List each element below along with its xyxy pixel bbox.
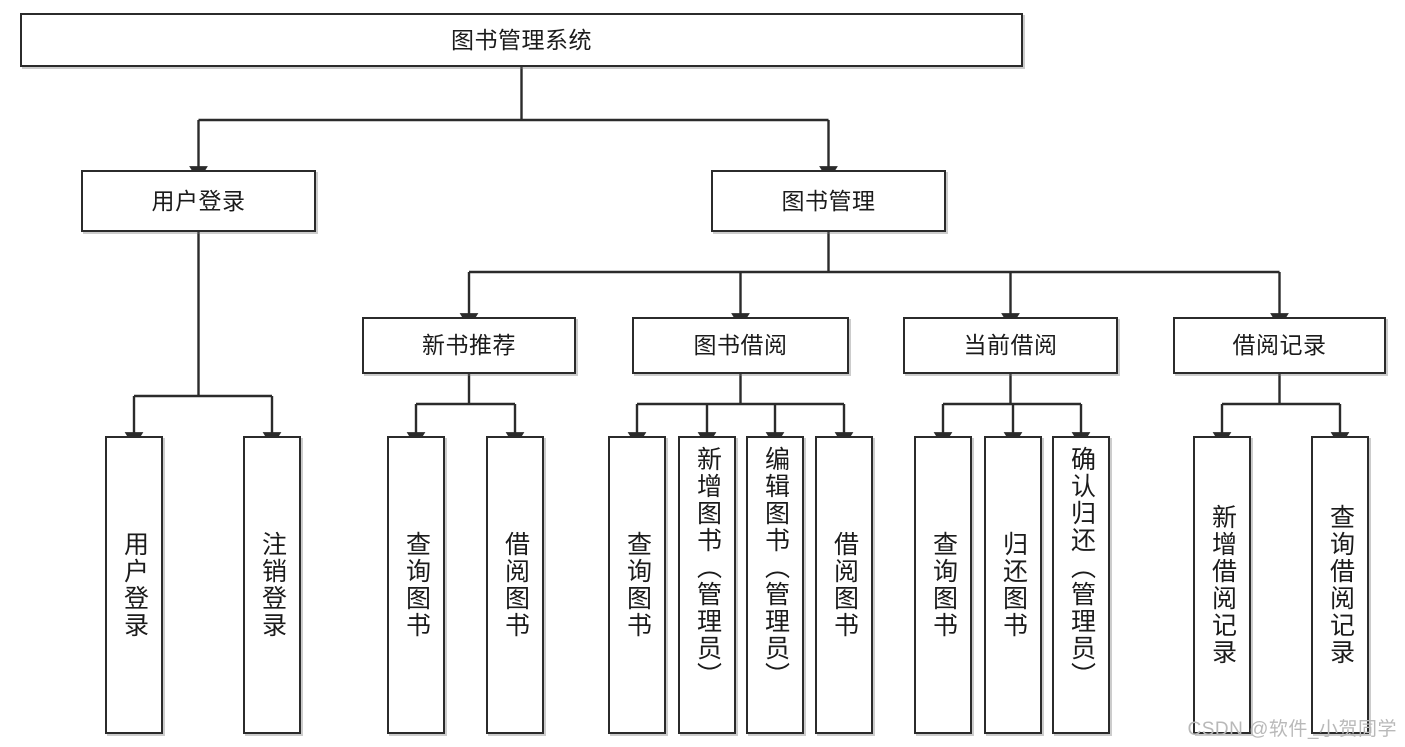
node-leaf-edit-book-admin[interactable]: 编辑图书（管理员） <box>746 436 804 734</box>
node-leaf-add-book-admin[interactable]: 新增图书（管理员） <box>678 436 736 734</box>
node-label: 查询借阅记录 <box>1326 504 1355 666</box>
node-label: 归还图书 <box>999 531 1028 639</box>
watermark: CSDN @软件_小贺同学 <box>1187 719 1397 740</box>
node-root[interactable]: 图书管理系统 <box>20 13 1023 67</box>
node-leaf-confirm-return-admin[interactable]: 确认归还（管理员） <box>1052 436 1110 734</box>
node-label: 查询图书 <box>623 531 652 639</box>
node-borrow-record[interactable]: 借阅记录 <box>1173 317 1386 374</box>
node-label: 图书借阅 <box>693 332 788 359</box>
node-label: 图书管理 <box>781 187 876 214</box>
node-leaf-borrow-book[interactable]: 借阅图书 <box>815 436 873 734</box>
node-book-borrow[interactable]: 图书借阅 <box>632 317 849 374</box>
node-new-book-recommend[interactable]: 新书推荐 <box>362 317 576 374</box>
node-leaf-query-book-borrow[interactable]: 查询图书 <box>608 436 666 734</box>
node-leaf-logout[interactable]: 注销登录 <box>243 436 301 734</box>
node-label: 查询图书 <box>929 531 958 639</box>
node-label: 当前借阅 <box>963 332 1058 359</box>
node-leaf-query-borrow-record[interactable]: 查询借阅记录 <box>1311 436 1369 734</box>
node-label: 借阅记录 <box>1232 332 1327 359</box>
node-label: 新增图书（管理员） <box>693 446 722 689</box>
node-label: 用户登录 <box>151 187 246 214</box>
node-label: 新书推荐 <box>422 332 516 359</box>
node-leaf-user-login[interactable]: 用户登录 <box>105 436 163 734</box>
node-label: 图书管理系统 <box>451 26 592 53</box>
node-leaf-query-book-current[interactable]: 查询图书 <box>914 436 972 734</box>
node-leaf-return-book[interactable]: 归还图书 <box>984 436 1042 734</box>
node-leaf-borrow-book-rec[interactable]: 借阅图书 <box>486 436 544 734</box>
node-current-borrow[interactable]: 当前借阅 <box>903 317 1118 374</box>
node-leaf-query-book-rec[interactable]: 查询图书 <box>387 436 445 734</box>
node-label: 查询图书 <box>402 531 431 639</box>
node-label: 借阅图书 <box>501 531 530 639</box>
node-label: 注销登录 <box>258 531 287 639</box>
node-label: 编辑图书（管理员） <box>761 446 790 689</box>
node-book-management[interactable]: 图书管理 <box>711 170 946 232</box>
node-user-login[interactable]: 用户登录 <box>81 170 316 232</box>
node-leaf-add-borrow-record[interactable]: 新增借阅记录 <box>1193 436 1251 734</box>
node-label: 用户登录 <box>120 531 149 639</box>
node-label: 借阅图书 <box>830 531 859 639</box>
node-label: 新增借阅记录 <box>1208 504 1237 666</box>
node-label: 确认归还（管理员） <box>1067 446 1096 689</box>
